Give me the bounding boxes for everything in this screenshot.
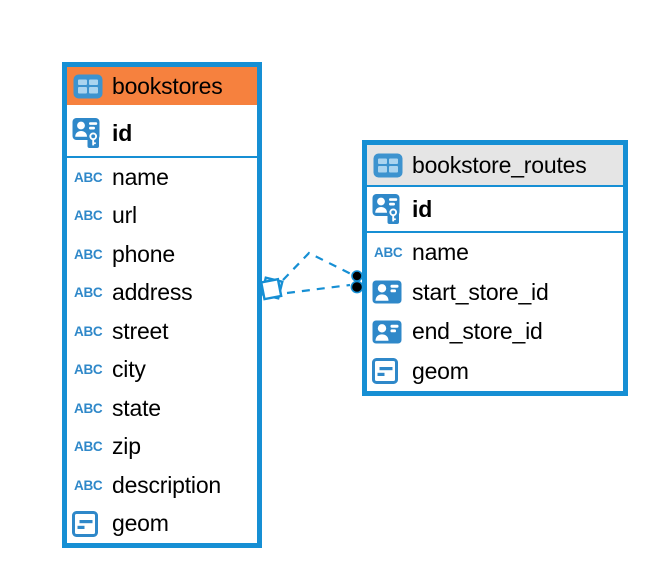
relationship-end-dot [350,280,364,294]
column-row[interactable]: geom [67,505,257,544]
column-name: name [412,239,469,266]
text-type-icon: ABC [74,477,103,493]
row-divider [367,231,623,233]
pk-column-name: id [112,119,133,146]
column-row[interactable]: ABC city [67,351,257,390]
column-name: description [112,471,222,498]
text-type-icon: ABC [74,208,103,224]
text-type-icon: ABC [74,169,103,185]
pk-column-name: id [412,195,433,222]
column-name: address [112,279,193,306]
column-name: city [112,356,146,383]
text-type-icon: ABC [374,245,403,261]
column-row[interactable]: ABC street [67,312,257,351]
column-row[interactable]: geom [367,352,623,392]
column-row[interactable]: ABC phone [67,235,257,274]
column-list: ABC name start_store_id end_store_id geo… [367,233,623,391]
pk-row[interactable]: id [67,110,257,156]
relationship-line-lower[interactable] [286,283,351,295]
column-list: ABC name ABC url ABC phone ABC address A… [67,158,257,543]
column-name: geom [112,510,169,537]
column-row[interactable]: ABC state [67,389,257,428]
column-name: street [112,317,169,344]
column-name: start_store_id [412,278,549,305]
table-bookstore-routes[interactable]: bookstore_routes id ABC name start_store… [362,140,628,396]
column-row[interactable]: end_store_id [367,312,623,352]
text-type-icon: ABC [74,362,103,378]
table-name: bookstores [112,72,223,99]
header-divider [67,105,257,110]
column-name: zip [112,433,141,460]
text-type-icon: ABC [74,400,103,416]
header-divider [367,185,623,187]
relationship-source-marker [259,276,284,301]
column-name: geom [412,357,469,384]
text-type-icon: ABC [74,285,103,301]
column-row[interactable]: ABC address [67,274,257,313]
column-row[interactable]: ABC description [67,466,257,505]
column-row[interactable]: ABC url [67,197,257,236]
column-row[interactable]: start_store_id [367,273,623,313]
text-type-icon: ABC [74,246,103,262]
table-header-bookstore-routes[interactable]: bookstore_routes [367,145,623,185]
table-header-bookstores[interactable]: bookstores [67,67,257,105]
column-row[interactable]: ABC zip [67,428,257,467]
column-name: end_store_id [412,318,543,345]
table-bookstores[interactable]: bookstores id ABC name ABC url ABC phone… [62,62,262,548]
column-row[interactable]: ABC name [367,233,623,273]
relationship-end-dot [351,270,363,282]
relationship-line-upper[interactable] [282,251,352,281]
text-type-icon: ABC [74,439,103,455]
row-divider [67,156,257,158]
column-name: url [112,202,137,229]
text-type-icon: ABC [74,323,103,339]
column-name: name [112,163,169,190]
pk-row[interactable]: id [367,187,623,231]
column-name: state [112,394,161,421]
column-row[interactable]: ABC name [67,158,257,197]
column-name: phone [112,240,175,267]
table-name: bookstore_routes [412,151,587,178]
